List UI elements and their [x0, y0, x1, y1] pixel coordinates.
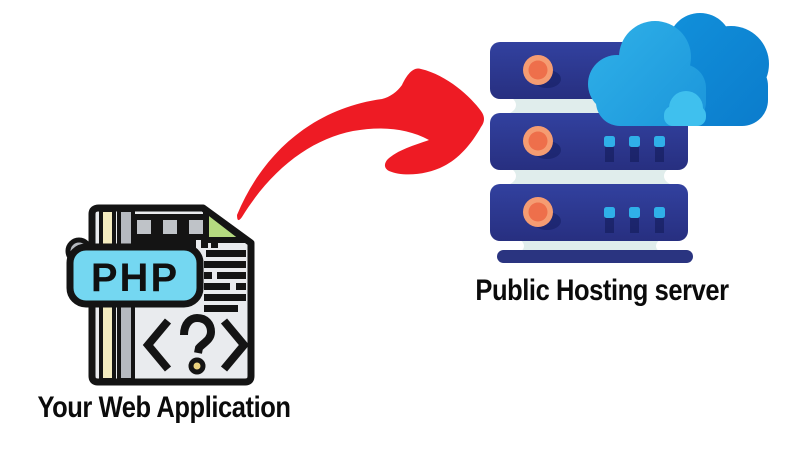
source-label: Your Web Application [37, 391, 291, 424]
power-button-icon [523, 55, 561, 88]
power-button-icon [523, 126, 561, 159]
php-badge [66, 243, 204, 308]
cloud-back [648, 13, 769, 126]
question-dot [188, 357, 206, 375]
indicator-lights [604, 136, 665, 162]
cloud-accent [664, 91, 706, 126]
cloud-icon [588, 13, 769, 126]
php-badge-text: PHP [91, 256, 179, 300]
cloud-front [588, 21, 706, 126]
question-hook [180, 313, 216, 354]
cloud-hosting-server-icon [490, 13, 769, 263]
php-file-icon: PHP [65, 204, 255, 386]
code-tag-icon [142, 313, 250, 375]
indicator-lights [604, 207, 665, 233]
target-label: Public Hosting server [475, 274, 729, 307]
power-button-icon [523, 197, 561, 230]
window-squares [131, 214, 209, 240]
angle-bracket-left [142, 318, 172, 372]
server-base [497, 250, 693, 263]
curved-arrow-icon [237, 68, 484, 221]
angle-bracket-right [220, 318, 250, 372]
